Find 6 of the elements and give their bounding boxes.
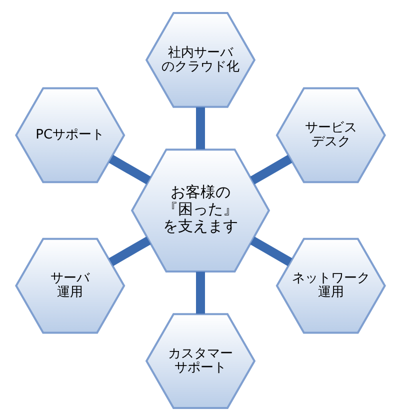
connector xyxy=(196,271,204,314)
connector xyxy=(108,154,150,184)
connector xyxy=(196,106,204,149)
connector xyxy=(108,236,150,266)
connector xyxy=(250,236,292,266)
connector xyxy=(250,154,292,184)
